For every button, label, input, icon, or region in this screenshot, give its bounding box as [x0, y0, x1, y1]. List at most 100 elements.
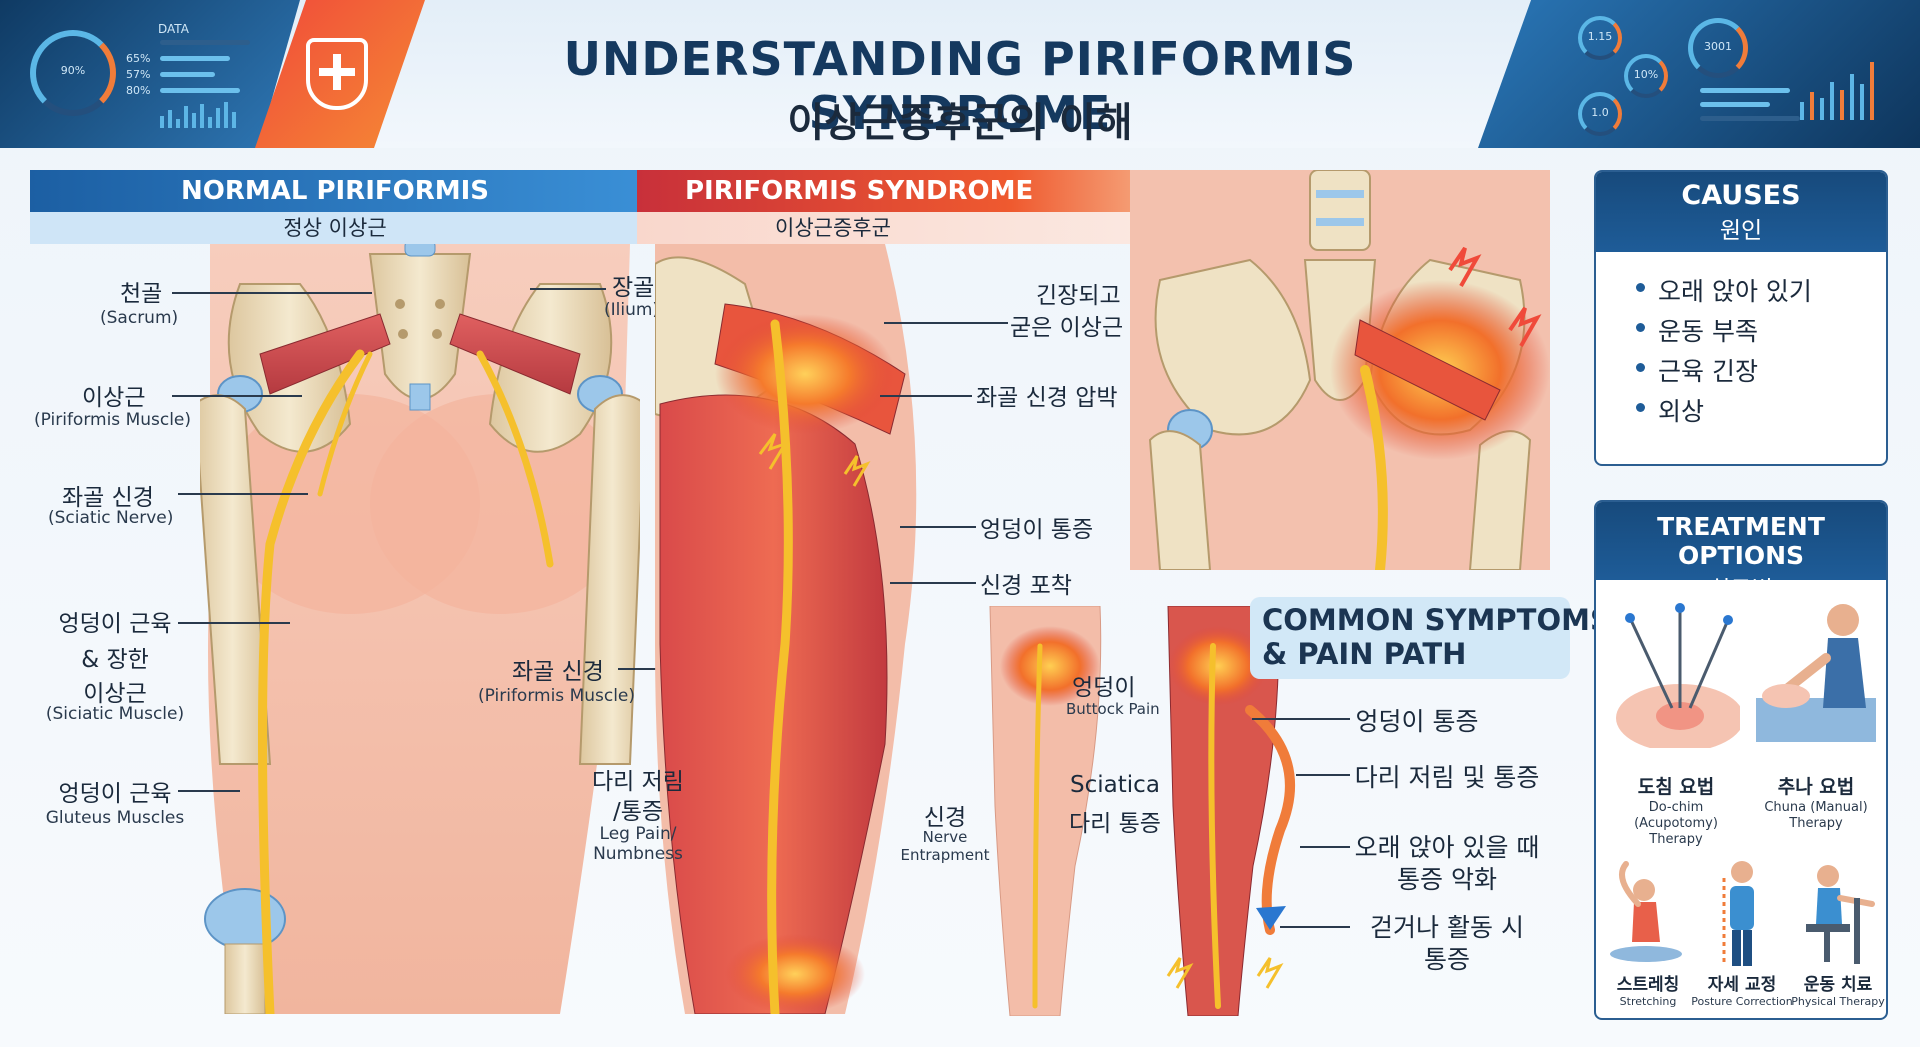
treatment-label-en: Stretching [1619, 995, 1677, 1008]
femur-bone [578, 394, 640, 765]
sciatic-label: 좌골 신경 [62, 485, 154, 511]
cause-item: 외상 [1636, 392, 1704, 428]
syndrome-panel-title: PIRIFORMIS SYNDROME [637, 170, 1172, 212]
treatment-label-en: Physical Therapy [1791, 995, 1885, 1008]
syndrome-leg-illustration [655, 244, 917, 1014]
leader-line [172, 292, 372, 294]
sciatic-nerve [258, 349, 365, 1014]
dashboard-bar [1700, 116, 1800, 121]
entrapment-label: 신경 포착 [980, 573, 1072, 599]
nerve-symptom-label: 신경 [923, 805, 967, 831]
treatment-label-en: Posture Correction [1691, 995, 1793, 1008]
sacrum-label: 천골 [120, 281, 163, 307]
leg-pain-label: 다리 저림 [592, 769, 684, 795]
sciatic-label-2: 좌골 신경 [512, 659, 604, 685]
sciatica-label: Sciatica [1070, 772, 1160, 798]
gauge-icon [1578, 92, 1622, 136]
stretching-icon [1610, 861, 1682, 962]
treatment-label-en: Therapy [1789, 816, 1843, 831]
treatment-label: 운동 치료 [1803, 975, 1873, 995]
leader-line [1252, 718, 1350, 720]
treatment-label: 추나 요법 [1777, 776, 1855, 798]
leader-line [880, 395, 972, 397]
leader-line [884, 322, 1008, 324]
treatment-label: 자세 교정 [1707, 975, 1777, 995]
irritated-sciatic-nerve [1360, 365, 1388, 570]
treatment-title-ko: 치료법 [1709, 577, 1773, 603]
gauge-value: 1.0 [1591, 106, 1609, 119]
causes-header: CAUSES 원인 [1596, 172, 1886, 252]
leg-pain-label-en: Numbness [593, 844, 683, 864]
ilium-label-en: (Ilium) [604, 300, 660, 320]
gauge-value: 1.15 [1587, 30, 1613, 43]
syndrome-panel-subtitle: 이상근증후군 [637, 212, 1177, 244]
treatment-label-en: Do-chim [1648, 800, 1704, 815]
symptoms-title: COMMON SYMPTOMS [1262, 603, 1611, 637]
leg-pain-label-en: Leg Pain/ [599, 824, 677, 844]
leader-line [178, 622, 290, 624]
nerve-symptom-label-en: Nerve [922, 828, 968, 846]
piriformis-muscle [449, 313, 581, 395]
symptom-path-item: 엉덩이 통증 [1355, 707, 1479, 736]
acupotomy-icon [1616, 603, 1740, 748]
inflamed-pelvis-illustration [1130, 170, 1550, 570]
gauge-icon [1624, 54, 1668, 98]
dashboard-mini-chart [1800, 54, 1900, 120]
dashboard-bar [160, 72, 215, 77]
ilium-label: 장골 [612, 275, 655, 301]
treatment-title: TREATMENT OPTIONS [1657, 512, 1825, 570]
leader-line [900, 526, 976, 528]
sciatic-label-en: (Sciatic Nerve) [48, 508, 174, 528]
leader-line [178, 790, 240, 792]
leader-line [178, 493, 308, 495]
compression-label: 좌골 신경 압박 [976, 385, 1118, 411]
leader-line [1300, 846, 1350, 848]
deep-muscle-label: & 장한 [81, 647, 149, 673]
symptom-path-item: 통증 [1423, 945, 1470, 974]
cause-item: 오래 앉아 있기 [1636, 272, 1812, 308]
symptoms-title: & PAIN PATH [1262, 637, 1467, 671]
treatment-card: TREATMENT OPTIONS 치료법 도침 요법 Do-chim (Acu… [1594, 500, 1888, 1020]
tight-muscle-label: 긴장되고 [1036, 283, 1121, 309]
physical-therapy-icon [1806, 865, 1875, 964]
inflamed-piriformis [1354, 319, 1501, 421]
symptom-path-item: 통증 악화 [1397, 865, 1497, 894]
leg-pain-label: /통증 [612, 799, 664, 825]
symptoms-title-box [1250, 597, 1570, 679]
pain-path-arrow [1245, 705, 1295, 935]
deep-muscle-label: 이상근 [83, 681, 147, 707]
dashboard-bar [1700, 102, 1770, 107]
page-subtitle: 이상근증후군의 이해 [787, 100, 1133, 146]
dashboard-stat-1: 65% [126, 52, 151, 65]
normal-panel-title: NORMAL PIRIFORMIS [30, 170, 640, 212]
gauge-icon [1688, 18, 1748, 78]
leader-line [618, 668, 688, 670]
leader-line [890, 582, 976, 584]
causes-card: CAUSES 원인 오래 앉아 있기 운동 부족 근육 긴장 외상 [1594, 170, 1888, 466]
compressed-sciatic-nerve [767, 319, 793, 1014]
posture-correction-icon [1722, 861, 1754, 966]
deep-muscle-label: 엉덩이 근육 [58, 611, 172, 637]
leader-line [172, 395, 302, 397]
normal-panel-subtitle: 정상 이상근 [30, 212, 640, 244]
medical-cross-icon [319, 68, 355, 76]
dashboard-bar [160, 88, 240, 93]
dashboard-stat-2: 57% [126, 68, 151, 81]
deep-muscle-label-en: (Siciatic Muscle) [45, 704, 185, 724]
dashboard-stat-3: 80% [126, 84, 151, 97]
dashboard-bar [1700, 88, 1790, 93]
symptom-path-item: 걷거나 활동 시 [1370, 913, 1524, 942]
cause-item: 운동 부족 [1636, 312, 1758, 348]
piriformis-muscle [259, 313, 391, 395]
medical-shield-icon [306, 38, 368, 110]
gluteus-label-en: Gluteus Muscles [45, 808, 185, 828]
leader-line [530, 288, 606, 290]
buttock-pain-label: 엉덩이 통증 [980, 517, 1094, 543]
gauge-icon [30, 30, 116, 116]
page-title: UNDERSTANDING PIRIFORMIS SYNDROME [563, 32, 1357, 140]
piriformis-label-en: (Piriformis Muscle) [34, 410, 192, 430]
dashboard-label: DATA [158, 22, 189, 36]
dashboard-mini-chart [160, 100, 260, 128]
dashboard-bar [160, 40, 250, 45]
back-leg-illustration [989, 606, 1102, 1016]
